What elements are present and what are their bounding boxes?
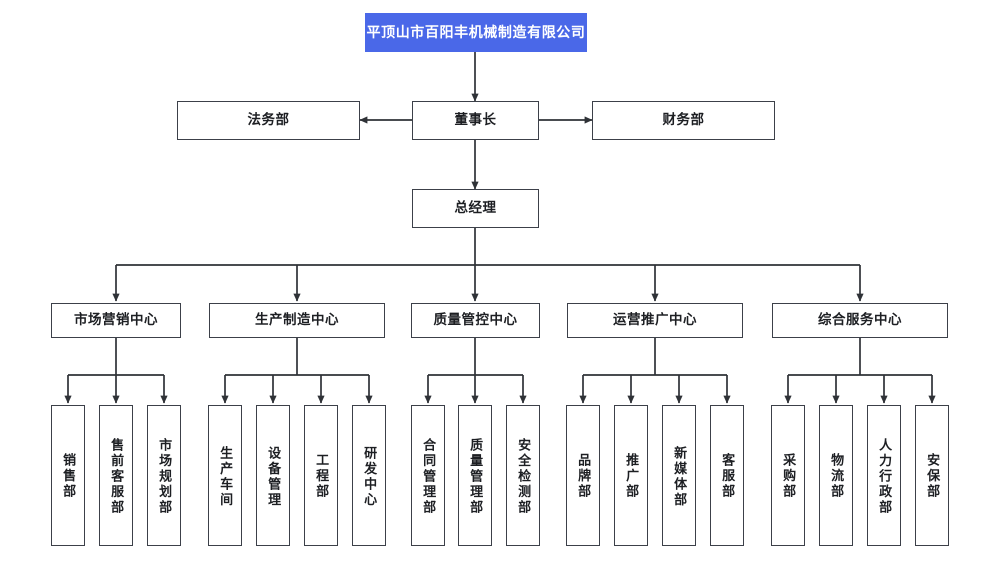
node-dept-workshop[interactable]: 生产车间: [208, 405, 242, 546]
node-center-operations[interactable]: 运营推广中心: [567, 303, 743, 338]
node-dept-presales-service[interactable]: 售前客服部: [99, 405, 133, 546]
node-dept-market-planning[interactable]: 市场规划部: [147, 405, 181, 546]
node-center-marketing[interactable]: 市场营销中心: [51, 303, 181, 338]
node-dept-contract-mgmt[interactable]: 合同管理部: [411, 405, 445, 546]
node-dept-safety-inspection[interactable]: 安全检测部: [506, 405, 540, 546]
node-dept-new-media[interactable]: 新媒体部: [662, 405, 696, 546]
node-dept-logistics[interactable]: 物流部: [819, 405, 853, 546]
node-center-quality[interactable]: 质量管控中心: [411, 303, 540, 338]
node-dept-engineering[interactable]: 工程部: [304, 405, 338, 546]
node-dept-equipment[interactable]: 设备管理: [256, 405, 290, 546]
node-legal-affairs[interactable]: 法务部: [177, 101, 360, 140]
node-dept-rnd-center[interactable]: 研发中心: [352, 405, 386, 546]
node-dept-promotion[interactable]: 推广部: [614, 405, 648, 546]
node-dept-sales[interactable]: 销售部: [51, 405, 85, 546]
node-company-root[interactable]: 平顶山市百阳丰机械制造有限公司: [365, 13, 587, 52]
node-chairman[interactable]: 董事长: [412, 101, 539, 140]
node-dept-security[interactable]: 安保部: [915, 405, 949, 546]
node-dept-hr-admin[interactable]: 人力行政部: [867, 405, 901, 546]
node-center-production[interactable]: 生产制造中心: [209, 303, 385, 338]
node-dept-brand[interactable]: 品牌部: [566, 405, 600, 546]
node-general-manager[interactable]: 总经理: [412, 189, 539, 228]
node-dept-customer-service[interactable]: 客服部: [710, 405, 744, 546]
node-finance[interactable]: 财务部: [592, 101, 775, 140]
node-center-services[interactable]: 综合服务中心: [772, 303, 948, 338]
node-dept-quality-mgmt[interactable]: 质量管理部: [458, 405, 492, 546]
node-dept-procurement[interactable]: 采购部: [771, 405, 805, 546]
